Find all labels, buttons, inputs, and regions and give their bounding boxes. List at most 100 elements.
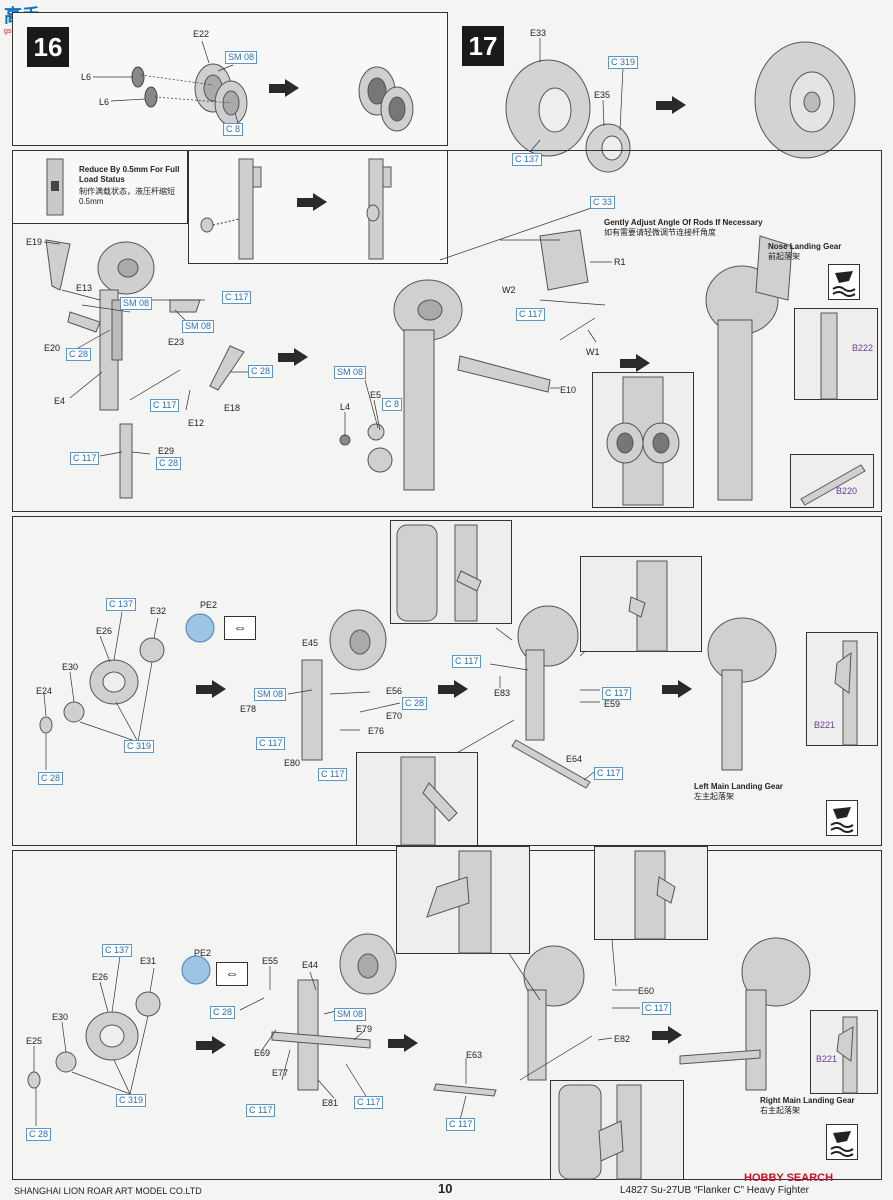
left-part-c319: C 319 xyxy=(124,740,155,753)
part-r1: R1 xyxy=(614,257,626,267)
right-part-e25: E25 xyxy=(26,1036,43,1046)
part-c28-c: C 28 xyxy=(156,457,182,470)
right-part-e60: E60 xyxy=(638,986,655,996)
right-part-e77: E77 xyxy=(272,1068,289,1078)
part-l4: L4 xyxy=(340,402,351,412)
part-l6-a: L6 xyxy=(81,72,92,82)
right-part-e44: E44 xyxy=(302,960,319,970)
part-e29: E29 xyxy=(158,446,175,456)
right-part-e82: E82 xyxy=(614,1034,631,1044)
part-c319: C 319 xyxy=(608,56,639,69)
part-sm08: SM 08 xyxy=(225,51,258,64)
left-part-e59: E59 xyxy=(604,699,621,709)
right-part-c319: C 319 xyxy=(116,1094,147,1107)
left-part-c117-b: C 117 xyxy=(318,768,348,781)
left-part-e78: E78 xyxy=(240,704,257,714)
right-part-c137: C 137 xyxy=(102,944,133,957)
left-part-e76: E76 xyxy=(368,726,385,736)
right-part-c117-c: C 117 xyxy=(642,1002,672,1015)
right-part-e55: E55 xyxy=(262,956,279,966)
left-part-c117-d: C 117 xyxy=(602,687,632,700)
both-directions-icon-2: ⇔ xyxy=(216,962,248,986)
step-16-drawing xyxy=(93,40,414,132)
left-part-e45: E45 xyxy=(302,638,319,648)
left-part-e70: E70 xyxy=(386,711,403,721)
part-e5: E5 xyxy=(370,390,382,400)
right-detail-inset-4 xyxy=(810,1010,878,1094)
footer-page-number: 10 xyxy=(438,1181,453,1196)
part-c28-a: C 28 xyxy=(66,348,92,361)
left-part-e80: E80 xyxy=(284,758,301,768)
right-part-e31: E31 xyxy=(140,956,157,966)
left-part-c117-c: C 117 xyxy=(452,655,482,668)
part-sm08-b: SM 08 xyxy=(182,320,215,333)
right-part-c117-d: C 117 xyxy=(446,1118,476,1131)
reduce-note-en: Reduce By 0.5mm For Full Load Status xyxy=(79,165,180,184)
nose-gear-label-cn: 前起落架 xyxy=(768,252,800,261)
right-part-e30: E30 xyxy=(52,1012,69,1022)
step-16-badge: 16 xyxy=(27,27,69,67)
right-detail-inset-3 xyxy=(550,1080,684,1180)
part-w2: W2 xyxy=(502,285,516,295)
nose-gear-drawing xyxy=(43,204,852,501)
part-c117-b: C 117 xyxy=(150,399,180,412)
right-gear-label-cn: 右主起落架 xyxy=(760,1106,800,1115)
part-sm08-a: SM 08 xyxy=(120,297,153,310)
part-e13: E13 xyxy=(76,283,93,293)
nose-gear-label-en: Nose Landing Gear xyxy=(768,242,842,251)
footer-company: SHANGHAI LION ROAR ART MODEL CO.LTD xyxy=(14,1186,202,1196)
left-part-c28: C 28 xyxy=(38,772,64,785)
left-part-e56: E56 xyxy=(386,686,403,696)
adjust-note-en: Gently Adjust Angle Of Rods If Necessary xyxy=(604,218,763,227)
part-l6-b: L6 xyxy=(99,97,110,107)
part-c33: C 33 xyxy=(590,196,616,209)
reduce-note-cn: 制作满载状态，液压杆缩短0.5mm xyxy=(79,187,175,206)
part-c117-c: C 117 xyxy=(70,452,100,465)
part-c8: C 8 xyxy=(382,398,403,411)
left-part-c117-e: C 117 xyxy=(594,767,624,780)
part-e20: E20 xyxy=(44,343,61,353)
left-detail-inset-1 xyxy=(390,520,512,624)
right-detail-inset-2 xyxy=(594,846,708,940)
part-c117-d: C 117 xyxy=(516,308,546,321)
part-c28-b: C 28 xyxy=(248,365,274,378)
left-part-b221: B221 xyxy=(814,720,836,730)
right-part-c28: C 28 xyxy=(26,1128,52,1141)
part-e18: E18 xyxy=(224,403,241,413)
seal-lion-icon-3 xyxy=(826,1124,858,1160)
left-gear-label-en: Left Main Landing Gear xyxy=(694,782,783,791)
part-c8: C 8 xyxy=(223,123,244,136)
right-detail-inset-1 xyxy=(396,846,530,954)
left-part-e26: E26 xyxy=(96,626,113,636)
left-part-e32: E32 xyxy=(150,606,167,616)
right-part-pe2: PE2 xyxy=(194,948,212,958)
left-part-c117-a: C 117 xyxy=(256,737,286,750)
part-b222: B222 xyxy=(852,343,874,353)
part-e22: E22 xyxy=(193,29,210,39)
part-e19: E19 xyxy=(26,237,43,247)
left-part-c28-b: C 28 xyxy=(402,697,428,710)
right-part-e81: E81 xyxy=(322,1098,339,1108)
seal-lion-icon-1 xyxy=(828,264,860,300)
right-gear-label-en: Right Main Landing Gear xyxy=(760,1096,855,1105)
left-part-e64: E64 xyxy=(566,754,583,764)
right-part-e26: E26 xyxy=(92,972,109,982)
left-gear-label-cn: 左主起落架 xyxy=(694,792,734,801)
part-e10: E10 xyxy=(560,385,577,395)
right-part-c28-b: C 28 xyxy=(210,1006,236,1019)
left-part-e24: E24 xyxy=(36,686,53,696)
step-17-drawing xyxy=(505,38,856,173)
left-part-sm08: SM 08 xyxy=(254,688,287,701)
part-b220: B220 xyxy=(836,486,858,496)
part-c117-a: C 117 xyxy=(222,291,252,304)
nose-strut-inset xyxy=(188,150,448,264)
nose-detail-inset-2 xyxy=(790,454,874,508)
part-e35: E35 xyxy=(594,90,611,100)
nose-detail-inset-1 xyxy=(794,308,878,400)
part-sm08-c: SM 08 xyxy=(334,366,367,379)
part-e12: E12 xyxy=(188,418,205,428)
part-e4: E4 xyxy=(54,396,66,406)
left-detail-inset-4 xyxy=(806,632,878,746)
step-17-badge: 17 xyxy=(462,26,504,66)
